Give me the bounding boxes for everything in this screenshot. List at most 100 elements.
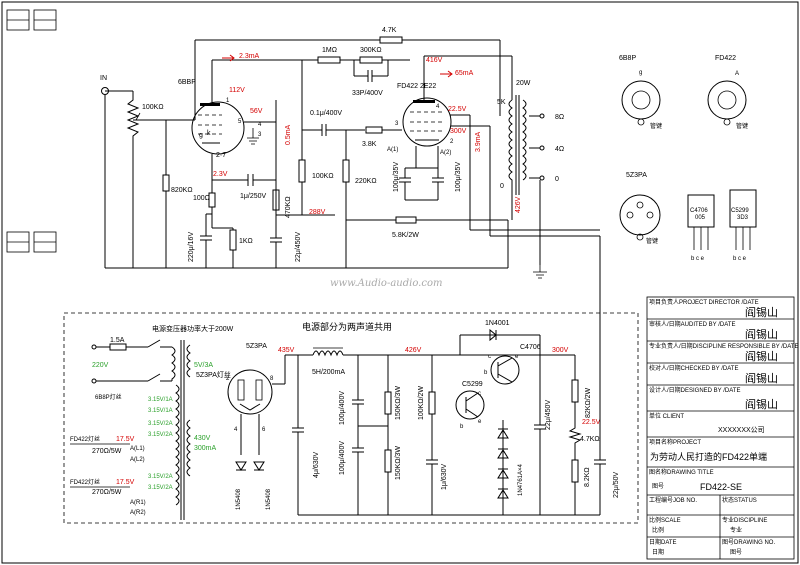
resistor-82k-2w (571, 379, 579, 403)
r-1k-label: 1KΩ (239, 238, 253, 245)
tb-scale-label: 比例SCALE (649, 516, 681, 524)
ground-icon (533, 265, 547, 279)
title-block: 项目负责人PROJECT DIRECTOR /DATE 阎锡山 审核人/日期AU… (646, 296, 798, 560)
v1-plate-voltage: 112V (229, 87, 245, 94)
resistor-820k (162, 174, 170, 192)
tb-designed-label: 设计人/日期DESIGNED BY /DATE (649, 386, 740, 394)
resistor-1m (317, 56, 341, 64)
q1-name: C4706 (690, 208, 708, 214)
power-switch-icon (147, 339, 172, 348)
c-22u50-label: 22μ/50V (613, 471, 620, 498)
tb-discipline2-label: 专业DISCIPLINE (722, 516, 767, 524)
zener-4 (497, 488, 509, 499)
tb-drawing-no-label: 图号 (652, 483, 664, 490)
rect-pin6: 6 (262, 427, 266, 433)
pinout-6b8p-title: 6B8P (619, 55, 636, 62)
tb-drawingno-sub: 图号 (730, 549, 742, 556)
b-plus-435v: 435V (278, 347, 295, 354)
v1-cathode-voltage: 2.3V (213, 171, 228, 178)
b-plus-426v: 426V (405, 347, 422, 354)
fuse-icon (109, 343, 127, 351)
r-3-8k-label: 3.8K (362, 141, 377, 148)
b-plus-288v: 288V (309, 209, 326, 216)
heater-h6: 3.15V/2A (148, 485, 173, 491)
c-100u400-a: 100μ/400V (339, 391, 346, 425)
c-33p-label: 33P/400V (352, 90, 383, 97)
rectifier-tube-envelope (227, 369, 273, 415)
q1-pins: b c e (691, 256, 705, 262)
a-r1: A(R1) (130, 500, 146, 506)
v1-plate (200, 103, 220, 106)
r-300k-label: 300KΩ (360, 47, 382, 54)
v1-pin-27: 2·7 (216, 152, 226, 159)
zener-1 (497, 428, 509, 439)
diode-1n4001-label: 1N4001 (485, 320, 510, 327)
v1-tube-type: 6BBP (178, 79, 196, 86)
v2-screen-voltage: 300V (450, 128, 467, 135)
resistor-100k (298, 159, 306, 183)
resistor-3-8k (365, 126, 383, 134)
r-100-label: 100Ω (193, 195, 210, 202)
v1-plate-current: 2.3mA (239, 53, 260, 60)
c-100u35-b: 100μ/35V (455, 162, 462, 192)
q2-e: e (478, 419, 482, 425)
opt-b-plus: 426V (515, 196, 522, 213)
pinout-fd422-title: FD422 (715, 55, 736, 62)
tb-date-sub: 日期 (652, 548, 664, 556)
opt-5k: 5K (497, 99, 506, 106)
output-0: 0 (555, 176, 559, 183)
tb-discipline: 阎锡山 (745, 349, 778, 363)
tb-scale-sub: 比例 (652, 526, 664, 534)
margin-ticks (6, 9, 57, 253)
mains-voltage: 220V (92, 362, 109, 369)
output-8-ohm: 8Ω (555, 114, 564, 121)
q2-sub: 3D3 (737, 215, 749, 221)
sec-300ma: 300mA (194, 445, 217, 452)
q1-e: e (515, 354, 519, 360)
v2-pin-4: 4 (436, 104, 440, 110)
transistor-c5299 (455, 390, 485, 420)
heater-6b8p: 6B8P灯丝 (95, 393, 122, 401)
heater-h5: 3.15V/2A (148, 474, 173, 480)
r-470k-label: 470KΩ (285, 196, 292, 218)
tb-discipline2-sub: 专业 (730, 526, 742, 534)
r-8-2k-label: 8.2KΩ (584, 467, 591, 487)
fuse-label: 1.5A (110, 337, 125, 344)
zener-2 (497, 448, 509, 459)
pinout-5z3pa-title: 5Z3PA (626, 172, 647, 179)
tb-checked-label: 校对人/日期CHECKED BY /DATE (649, 364, 738, 372)
output-transformer: 20W 5K 0 426V 8Ω 4Ω 0 (497, 56, 564, 265)
resistor-150k-a (384, 391, 392, 415)
resistor-150k-b (384, 449, 392, 473)
v1-pin-1: 1 (226, 98, 230, 104)
tb-checked: 阎锡山 (745, 371, 778, 385)
tb-drawing-title: FD422-SE (700, 482, 742, 492)
tb-director-label: 项目负责人PROJECT DIRECTOR /DATE (649, 298, 759, 306)
b-plus-300v: 300V (552, 347, 569, 354)
r-4-7k-label: 4.7K (382, 27, 397, 34)
q2-name: C5299 (731, 208, 749, 214)
rect-pin2: 2 (226, 376, 230, 382)
v2-pin-2: 2 (450, 139, 454, 145)
tb-job-label: 工程编号JOB NO. (649, 496, 697, 504)
psu-title: 电源部分为两声道共用 (302, 321, 392, 332)
c-1u250-label: 1μ/250V (240, 193, 267, 200)
zener-3 (497, 468, 509, 479)
resistor-4-7k-feedback (379, 36, 403, 44)
v2-a1: A(1) (387, 147, 398, 153)
pinout-fd422-icon (707, 80, 747, 120)
q-c5299-label: C5299 (462, 381, 483, 388)
diode-1n5408-a (235, 461, 247, 471)
v1-pin-k: k (207, 130, 211, 137)
v1-pin-g: g (199, 132, 203, 139)
q-c4706-label: C4706 (520, 344, 541, 351)
q2-c: c (478, 391, 481, 397)
pinout-fd422-key: 管键 (736, 122, 748, 130)
c-1u630-label: 1μ/630V (441, 463, 448, 490)
r-5-8k-label: 5.8K/2W (392, 232, 419, 239)
r-270-1: 270Ω/5W (92, 448, 122, 455)
r-150k-a-label: 150KΩ/3W (395, 386, 402, 420)
c-22u450-label: 22μ/450V (295, 232, 302, 262)
fd422-fil-label-2: FD422灯丝 (70, 478, 100, 486)
